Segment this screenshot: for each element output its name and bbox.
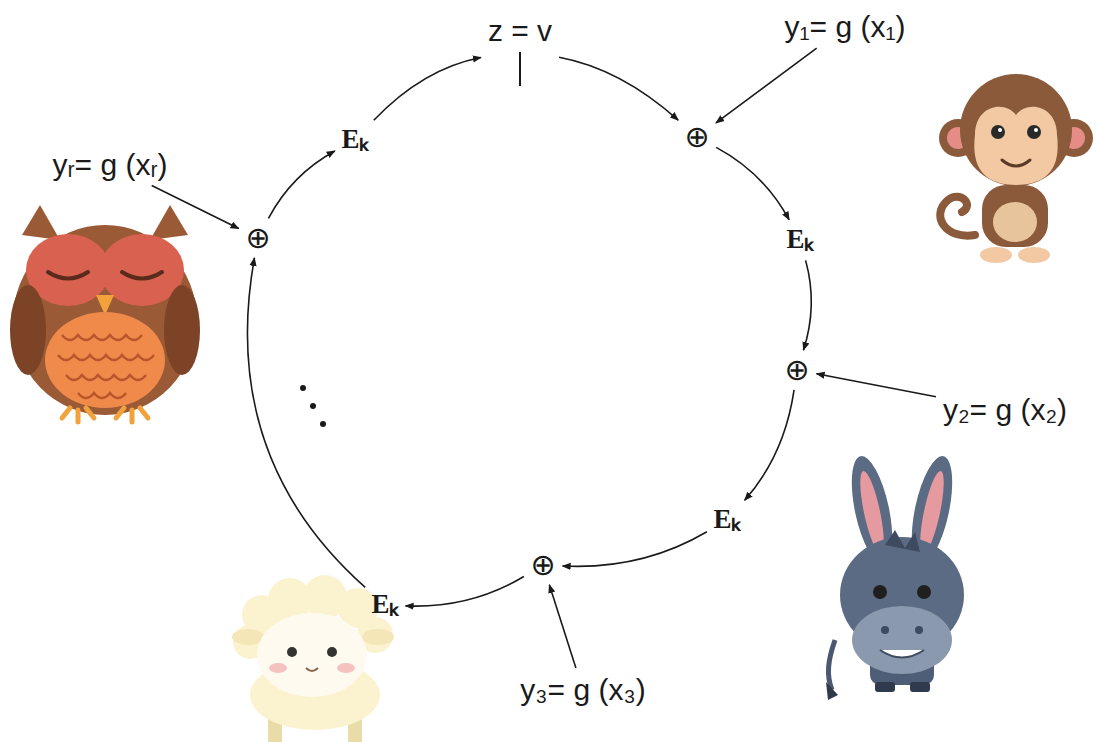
ring-arrow: [152, 186, 239, 229]
node-text: ⊕: [784, 355, 809, 385]
node-text: z = v: [488, 14, 552, 49]
sheep-figure-part: [362, 629, 394, 645]
ellipsis-dots-part: [300, 385, 306, 391]
node-text: ⊕: [530, 550, 555, 580]
sheep-figure-part: [337, 663, 355, 673]
monkey-figure-part: [1002, 160, 1030, 166]
monkey-figure-part: [1018, 247, 1050, 263]
monkey-figure-part: [991, 125, 1005, 139]
encryption-label: Eₖ: [337, 122, 372, 157]
ellipsis-dots: [300, 385, 326, 427]
monkey-figure-part: [998, 128, 1002, 132]
encryption-label: Eₖ: [709, 502, 744, 537]
input-label: y₃= g (x₃): [516, 671, 649, 710]
node-text: y₃= g (x₃): [520, 673, 645, 708]
sheep-figure-part: [327, 647, 337, 657]
node-text: ⊕: [684, 122, 709, 152]
ring-arrow: [405, 576, 523, 606]
node-text: ⊕: [245, 223, 270, 253]
sheep-figure-part: [269, 663, 287, 673]
input-label: y₂= g (x₂): [939, 391, 1071, 430]
bar-mark: [519, 52, 521, 86]
donkey-figure-part: [880, 650, 924, 658]
input-label: y₁= g (x₁): [780, 8, 909, 47]
ring-arrow: [268, 151, 334, 218]
value-label: z = v: [484, 12, 556, 89]
node-text: Eₖ: [341, 124, 368, 155]
owl-figure-part: [164, 285, 200, 375]
node-text: y₂= g (x₂): [943, 393, 1067, 428]
node-text: Eₖ: [371, 589, 398, 620]
encryption-label: Eₖ: [367, 587, 402, 622]
xor-symbol: ⊕: [780, 353, 813, 387]
ellipsis-dots-part: [310, 403, 316, 409]
monkey-figure-part: [940, 197, 975, 236]
owl-figure-part: [58, 335, 154, 398]
owl-figure-part: [150, 205, 188, 240]
ellipsis-dots-part: [320, 421, 326, 427]
owl-figure-part: [122, 272, 162, 279]
owl-figure-part: [48, 272, 88, 279]
donkey-figure-part: [915, 626, 923, 634]
node-text: Eₖ: [713, 504, 740, 535]
node-text: y₁= g (x₁): [784, 10, 905, 45]
xor-symbol: ⊕: [680, 120, 713, 154]
donkey-figure-part: [881, 626, 889, 634]
ring-arrow: [716, 147, 789, 219]
owl-figure-part-part: [78, 393, 126, 398]
ring-arrow: [247, 258, 365, 587]
ring-arrow: [374, 57, 481, 120]
monkey-figure-part: [1027, 125, 1041, 139]
xor-symbol: ⊕: [241, 221, 274, 255]
ring-arrow: [716, 48, 817, 123]
sheep-figure-part: [232, 629, 264, 645]
input-label: yᵣ= g (xᵣ): [48, 146, 171, 185]
owl-figure-part: [62, 408, 94, 422]
ring-arrow: [563, 532, 707, 567]
donkey-figure-part: [917, 585, 931, 599]
monkey-figure: [939, 74, 1093, 263]
encryption-label: Eₖ: [782, 222, 817, 257]
ring-arrow: [745, 390, 794, 500]
monkey-figure-part: [993, 202, 1037, 242]
ring-arrow: [803, 260, 811, 350]
donkey-figure-part: [873, 585, 887, 599]
donkey-figure-part: [875, 682, 895, 692]
monkey-figure-part: [1034, 128, 1038, 132]
owl-figure-part: [116, 408, 148, 422]
owl-figure-part-part: [62, 335, 142, 340]
owl-figure-part: [45, 312, 165, 408]
owl-figure-part-part: [66, 375, 146, 380]
xor-symbol: ⊕: [526, 548, 559, 582]
ring-arrow: [817, 374, 936, 397]
node-text: Eₖ: [786, 224, 813, 255]
owl-figure-part-part: [58, 355, 154, 360]
sheep-figure: [232, 575, 394, 742]
ring-arrow: [559, 57, 678, 120]
owl-figure-part: [22, 205, 60, 240]
monkey-figure-part: [980, 247, 1012, 263]
monkey-figure-part: [974, 107, 1057, 185]
owl-figure-part: [10, 285, 46, 375]
sheep-figure-part: [306, 668, 318, 671]
donkey-figure-part: [852, 606, 952, 674]
sheep-figure-part: [257, 613, 367, 697]
sheep-figure-part: [287, 647, 297, 657]
node-text: yᵣ= g (xᵣ): [52, 148, 167, 183]
monkey-figure-part: [982, 185, 1048, 247]
ring-arrow: [549, 585, 576, 668]
donkey-figure-part: [910, 682, 930, 692]
donkey-figure-part: [826, 682, 838, 700]
owl-figure: [10, 205, 200, 422]
donkey-figure: [826, 453, 964, 700]
monkey-figure-part: [960, 74, 1072, 186]
donkey-figure-part: [828, 640, 835, 690]
donkey-figure-part: [885, 530, 920, 552]
